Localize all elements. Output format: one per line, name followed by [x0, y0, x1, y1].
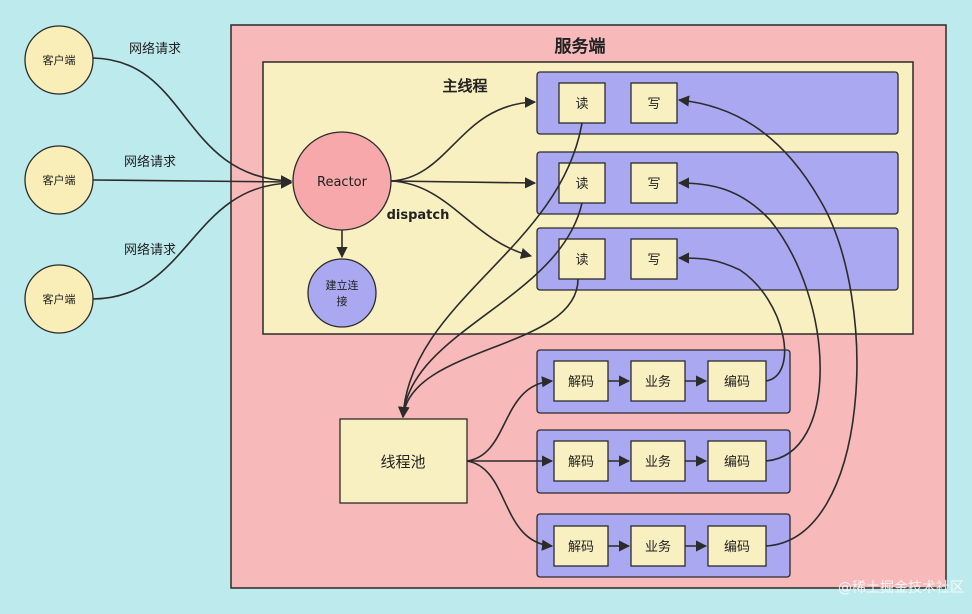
encode-label: 编码	[724, 540, 750, 555]
encode-to-write-arrow	[677, 177, 821, 462]
io-row: 读 写	[536, 151, 899, 215]
watermark: @稀土掘金技术社区	[838, 580, 964, 596]
encode-label: 编码	[724, 455, 750, 470]
io-row: 读 写	[536, 71, 899, 135]
worker-row: 解码 业务 编码	[536, 349, 791, 414]
request-label: 网络请求	[124, 154, 176, 170]
client-to-reactor-arrow	[92, 176, 293, 188]
client-label: 客户端	[43, 173, 76, 187]
request-label: 网络请求	[129, 41, 181, 57]
threadpool-to-decode-arrow	[466, 376, 554, 462]
thread-pool-box	[339, 418, 468, 504]
write-box	[630, 82, 678, 124]
client-node	[24, 25, 94, 95]
decode-label: 解码	[568, 540, 594, 555]
request-label: 网络请求	[124, 242, 176, 258]
business-label: 业务	[645, 539, 671, 555]
io-row-background	[536, 151, 899, 215]
io-row-background	[536, 71, 899, 135]
worker-row: 解码 业务 编码	[536, 429, 791, 494]
client-label: 客户端	[43, 292, 76, 306]
io-row: 读 写	[536, 227, 899, 291]
business-label: 业务	[645, 454, 671, 470]
dispatch-arrow	[390, 177, 537, 189]
server-title: 服务端	[555, 36, 606, 57]
dispatch-arrow	[390, 96, 537, 182]
main-thread-title: 主线程	[442, 77, 487, 95]
accept-connection-label-line1: 建立连	[326, 278, 359, 292]
read-box	[558, 238, 606, 280]
read-to-threadpool-arrow	[398, 122, 583, 419]
thread-pool-label: 线程池	[380, 453, 425, 471]
encode-label: 编码	[724, 375, 750, 390]
encode-box	[707, 440, 767, 482]
encode-box	[707, 525, 767, 567]
reactor-label: Reactor	[317, 175, 368, 190]
dispatch-label: dispatch	[387, 208, 450, 223]
threadpool-to-decode-arrow	[466, 460, 554, 551]
read-label: 读	[575, 253, 588, 268]
read-to-threadpool-arrow	[398, 278, 579, 419]
write-box	[630, 162, 678, 204]
encode-to-write-arrow	[677, 95, 858, 547]
io-row-background	[536, 227, 899, 291]
encode-box	[707, 360, 767, 402]
write-label: 写	[647, 177, 660, 192]
read-box	[558, 82, 606, 124]
decode-box	[553, 360, 609, 402]
read-label: 读	[575, 97, 588, 112]
write-box	[630, 238, 678, 280]
client-label: 客户端	[43, 53, 76, 67]
business-label: 业务	[645, 374, 671, 390]
encode-to-write-arrow	[677, 252, 786, 382]
read-to-threadpool-arrow	[398, 202, 583, 419]
decode-label: 解码	[568, 375, 594, 390]
accept-connection-node	[307, 258, 377, 328]
worker-row: 解码 业务 编码	[536, 513, 791, 578]
decode-label: 解码	[568, 455, 594, 470]
write-label: 写	[647, 253, 660, 268]
client-to-reactor-arrow	[92, 57, 293, 187]
business-box	[630, 360, 686, 402]
write-label: 写	[647, 97, 660, 112]
client-to-reactor-arrow	[92, 177, 293, 300]
accept-connection-label-line2: 接	[337, 295, 348, 308]
business-box	[630, 525, 686, 567]
decode-box	[553, 525, 609, 567]
read-label: 读	[575, 177, 588, 192]
